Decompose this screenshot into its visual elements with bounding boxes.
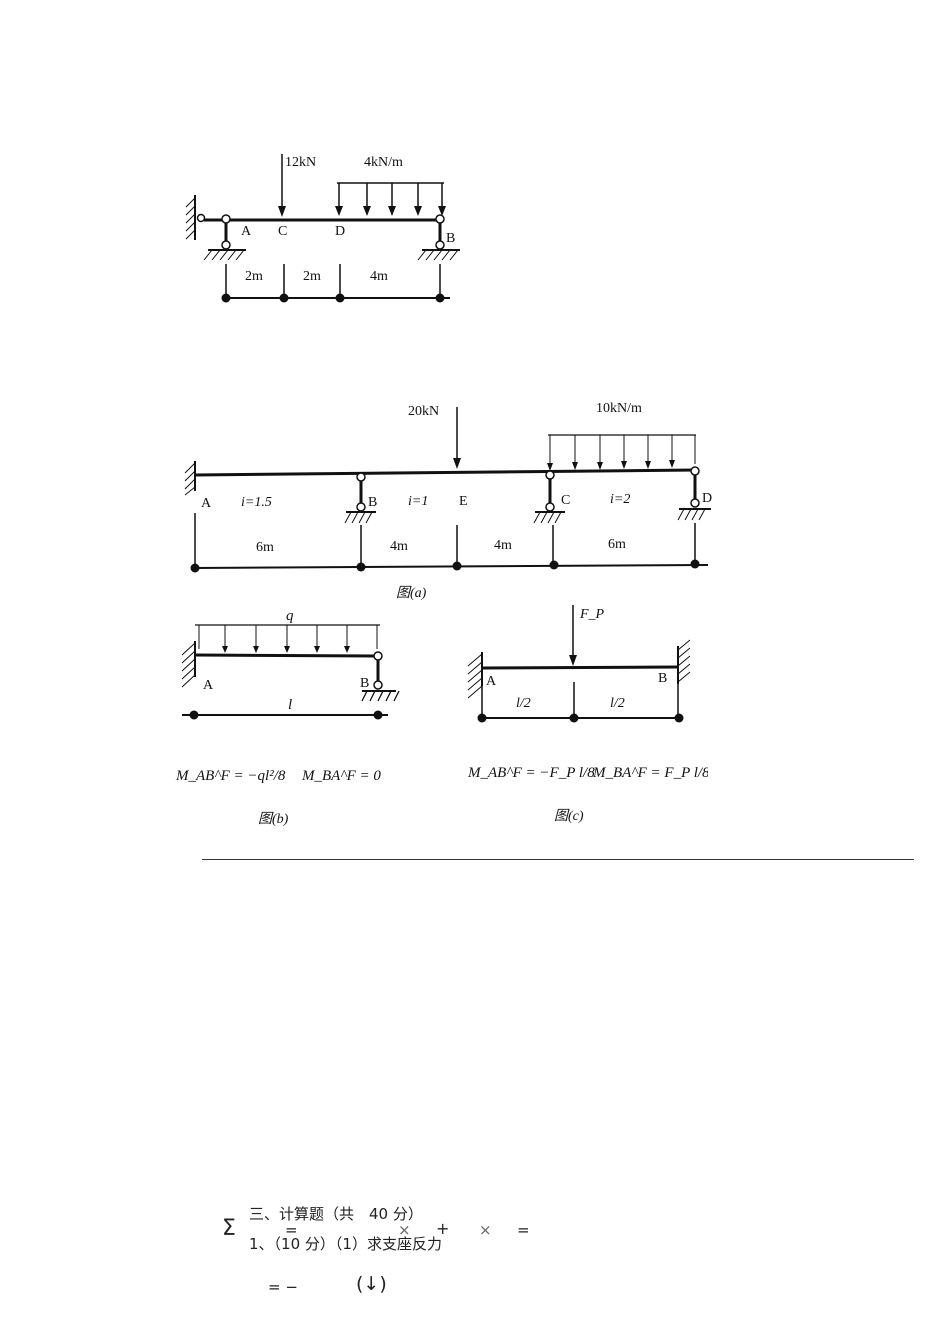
beam-diagram-b: q A B l M_AB^F = −ql²/8 M_BA^F = 0 图(b)	[175, 608, 400, 827]
point-label-b: B	[446, 231, 455, 246]
equation-result: = −	[268, 1278, 298, 1296]
dim-label-1: 2m	[245, 269, 263, 284]
load-label-fp: F_P	[579, 607, 605, 622]
point-label-a: A	[201, 496, 212, 511]
point-label-c: C	[561, 493, 570, 508]
figure-caption-c: 图(c)	[554, 808, 584, 824]
span-label-l: l	[288, 697, 292, 713]
equation-plus: +	[436, 1219, 450, 1238]
equation-times-2: ×	[479, 1221, 492, 1239]
point-label-b: B	[368, 495, 377, 510]
point-load-label: 20kN	[408, 404, 439, 419]
point-load-label: 12kN	[285, 155, 316, 170]
point-label-b: B	[658, 671, 667, 686]
moment-formula-ab: M_AB^F = −F_P l/8	[467, 765, 595, 781]
point-label-c: C	[278, 224, 287, 239]
stiffness-label-1: i=1.5	[241, 495, 272, 510]
point-label-e: E	[459, 494, 468, 509]
dim-label-1: 6m	[256, 540, 274, 555]
reaction-direction: (↓)	[356, 1273, 387, 1295]
dim-label-3: 4m	[370, 269, 388, 284]
beam-diagram-c: F_P A B l/2 l/2 M_AB^F = −F_P l/8 M_BA^F…	[467, 605, 708, 824]
moment-formula-ba: M_BA^F = F_P l/8	[592, 765, 708, 781]
point-label-a: A	[486, 674, 497, 689]
equation-equals-2: =	[517, 1221, 530, 1239]
point-label-d: D	[335, 224, 345, 239]
dim-label-2: 4m	[390, 539, 408, 554]
stiffness-label-3: i=2	[610, 492, 630, 507]
moment-formula-ba: M_BA^F = 0	[301, 768, 381, 784]
stiffness-label-2: i=1	[408, 494, 428, 509]
point-label-a: A	[241, 224, 252, 239]
point-label-b: B	[360, 676, 369, 691]
figure-caption-a: 图(a)	[396, 585, 427, 601]
beam-diagram-a: 20kN 10kN/m A B E C D i=1.5 i=1 i=2 6m 4…	[184, 401, 712, 601]
moment-formula-ab: M_AB^F = −ql²/8	[175, 768, 286, 784]
sum-symbol: Σ	[222, 1216, 236, 1241]
question-text: 1、（10 分）（1）求支座反力	[249, 1235, 442, 1253]
equation-times-1: ×	[398, 1221, 411, 1239]
udl-label: 4kN/m	[364, 155, 403, 170]
figure-caption-b: 图(b)	[258, 811, 289, 827]
section-divider	[202, 859, 914, 860]
udl-label: 10kN/m	[596, 401, 642, 416]
dim-label-3: 4m	[494, 538, 512, 553]
load-label-q: q	[286, 608, 294, 624]
dim-label-4: 6m	[608, 537, 626, 552]
dim-label-2: 2m	[303, 269, 321, 284]
dim-label-2: l/2	[610, 696, 625, 711]
equation-equals-1: =	[285, 1221, 298, 1239]
beam-diagram-1: 12kN 4kN/m A C D B 2m 2m 4m	[185, 154, 460, 303]
section-heading: 三、计算题（共 40 分）	[249, 1205, 423, 1223]
dim-label-1: l/2	[516, 696, 531, 711]
point-label-a: A	[203, 678, 214, 693]
point-label-d: D	[702, 491, 712, 506]
